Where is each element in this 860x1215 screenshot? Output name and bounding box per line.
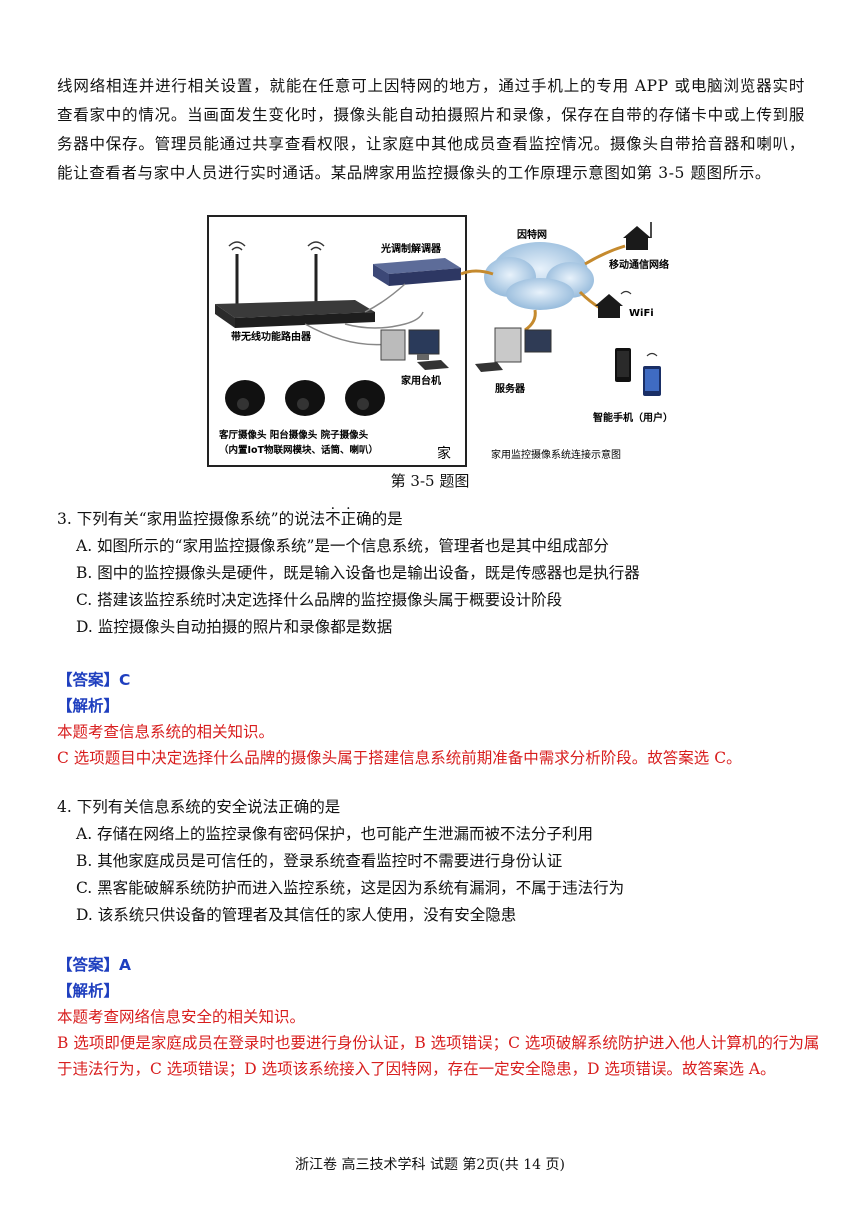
emphasis-mark: 不 (325, 510, 341, 528)
internet-cloud-icon (484, 242, 594, 310)
router-icon (215, 254, 375, 328)
wifi-label: WiFi (629, 308, 654, 319)
system-diagram: 带无线功能路由器 光调制解调器 因特网 (207, 215, 673, 467)
analysis-3-line-1: 本题考查信息系统的相关知识。 (57, 723, 275, 741)
system-title: 家用监控摄像系统连接示意图 (491, 448, 621, 461)
option-d: D. 监控摄像头自动拍摄的照片和录像都是数据 (76, 618, 393, 636)
desktop-computer-icon (380, 329, 449, 370)
question-4-stem: 4. 下列有关信息系统的安全说法正确的是 (57, 798, 341, 816)
question-3-stem: 3. 下列有关“家用监控摄像系统”的说法不正确的是 (57, 506, 817, 533)
analysis-3-label: 【解析】 (57, 697, 120, 715)
analysis-4-line-1: 本题考查网络信息安全的相关知识。 (57, 1008, 306, 1026)
intro-text: 线网络相连并进行相关设置，就能在任意可上因特网的地方，通过手机上的专用 APP … (57, 77, 805, 182)
home-label: 家 (437, 445, 451, 462)
internet-label: 因特网 (517, 228, 547, 241)
router-label: 带无线功能路由器 (231, 330, 312, 343)
page-footer: 浙江卷 高三技术学科 试题 第2页(共 14 页) (295, 1157, 565, 1173)
question-3: 3. 下列有关“家用监控摄像系统”的说法不正确的是 A. 如图所示的“家用监控摄… (57, 506, 817, 641)
question-4: 4. 下列有关信息系统的安全说法正确的是 A. 存储在网络上的监控录像有密码保护… (57, 794, 817, 929)
emphasis-mark: 正 (341, 510, 357, 528)
phone-label: 智能手机（用户） (593, 411, 673, 424)
server-computer-icon (475, 327, 552, 372)
option-b: B. 图中的监控摄像头是硬件，既是输入设备也是输出设备，既是传感器也是执行器 (76, 564, 640, 582)
modem-label: 光调制解调器 (380, 242, 442, 255)
mobile-network-house-icon (623, 222, 652, 250)
option-c: C. 搭建该监控系统时决定选择什么品牌的监控摄像头属于概要设计阶段 (76, 591, 563, 609)
wifi-signal-icon (228, 241, 325, 251)
analysis-4-label: 【解析】 (57, 982, 120, 1000)
analysis-3-line-2: C 选项题目中决定选择什么品牌的摄像头属于搭建信息系统前期准备中需求分析阶段。故… (57, 749, 742, 767)
option-a: A. 如图所示的“家用监控摄像系统”是一个信息系统，管理者也是其中组成部分 (76, 537, 609, 555)
option-c: C. 黑客能破解系统防护而进入监控系统，这是因为系统有漏洞，不属于违法行为 (76, 879, 625, 897)
answer-3: 【答案】C (57, 671, 131, 689)
cameras-label: 客厅摄像头 阳台摄像头 院子摄像头 (218, 429, 369, 441)
option-b: B. 其他家庭成员是可信任的，登录系统查看监控时不需要进行身份认证 (76, 852, 563, 870)
option-a: A. 存储在网络上的监控录像有密码保护，也可能产生泄漏而被不法分子利用 (76, 825, 594, 843)
option-d: D. 该系统只供设备的管理者及其信任的家人使用，没有安全隐患 (76, 906, 517, 924)
answer-4-block: 【答案】A 【解析】 本题考查网络信息安全的相关知识。 B 选项即便是家庭成员在… (57, 952, 827, 1082)
cameras-note: （内置IoT物联网模块、话筒、喇叭） (219, 444, 378, 456)
desktop-label: 家用台机 (401, 374, 441, 387)
figure-caption: 第 3-5 题图 (390, 472, 470, 490)
analysis-4-line-2: B 选项即便是家庭成员在登录时也要进行身份认证，B 选项错误；C 选项破解系统防… (57, 1034, 820, 1078)
answer-4: 【答案】A (57, 956, 132, 974)
server-label: 服务器 (495, 382, 526, 395)
smartphone-icon (615, 348, 661, 396)
answer-3-block: 【答案】C 【解析】 本题考查信息系统的相关知识。 C 选项题目中决定选择什么品… (57, 667, 827, 771)
camera-icon (225, 380, 385, 416)
wifi-house-icon (595, 290, 632, 318)
intro-paragraph: 线网络相连并进行相关设置，就能在任意可上因特网的地方，通过手机上的专用 APP … (57, 72, 805, 188)
mobile-network-label: 移动通信网络 (609, 258, 669, 271)
modem-icon (373, 258, 461, 286)
